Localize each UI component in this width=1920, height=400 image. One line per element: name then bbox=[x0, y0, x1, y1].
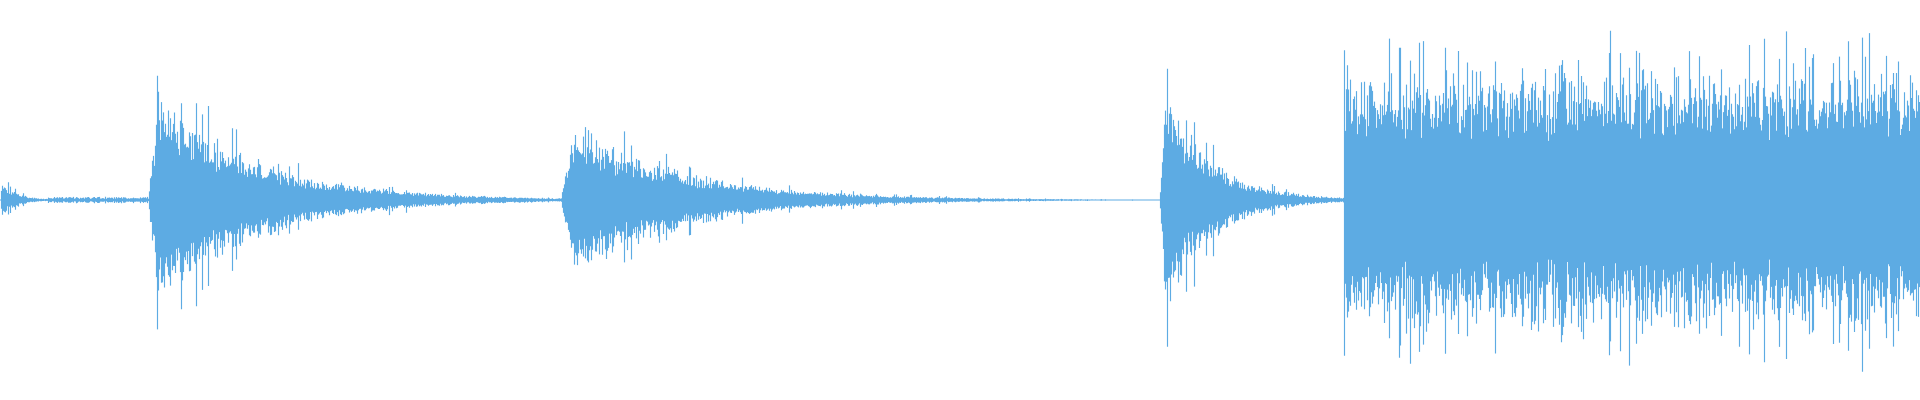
waveform-amplitude-path bbox=[0, 30, 1920, 372]
waveform-bars bbox=[0, 30, 1920, 372]
